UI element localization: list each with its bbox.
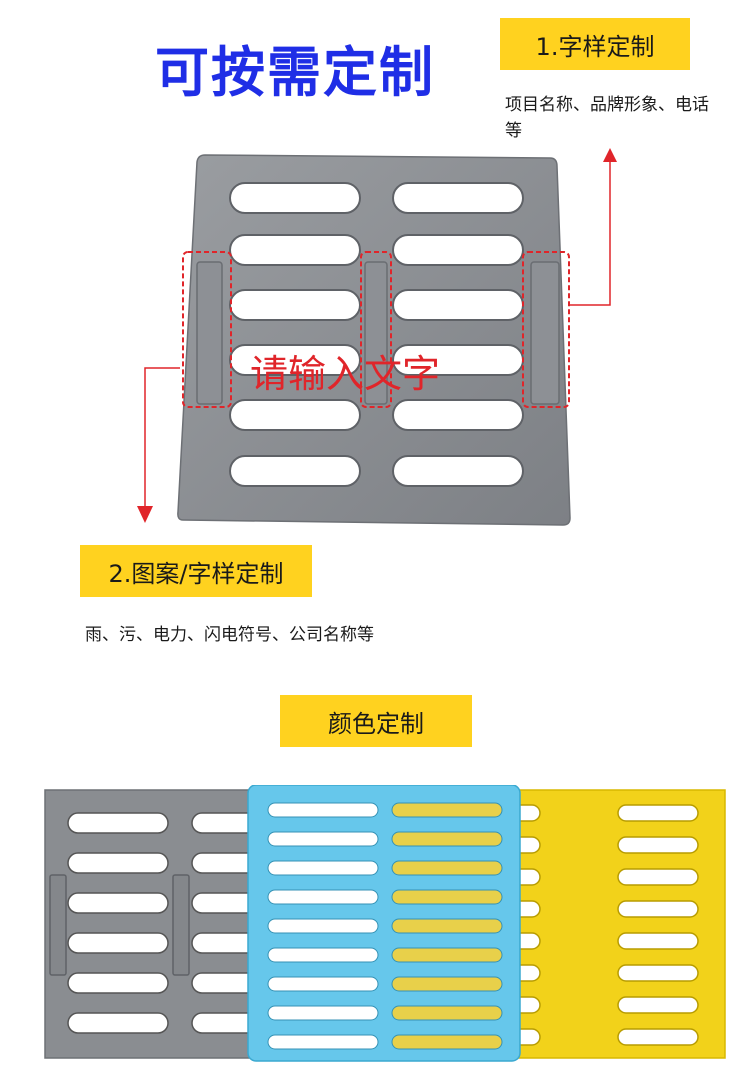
pattern-custom-description: 雨、污、电力、闪电符号、公司名称等	[85, 625, 374, 645]
arrow-down-icon	[137, 506, 153, 523]
page-title: 可按需定制	[155, 41, 435, 104]
color-custom-label: 颜色定制	[280, 695, 472, 747]
blue-grate	[247, 785, 521, 1062]
text-custom-description: 项目名称、品牌形象、电话等	[505, 95, 709, 141]
pattern-custom-label: 2.图案/字样定制	[80, 545, 312, 597]
arrow-up-icon	[603, 148, 617, 162]
text-custom-label: 1.字样定制	[500, 18, 690, 70]
gray-grate-image: 请输入文字	[177, 154, 571, 526]
color-grates-image	[44, 785, 726, 1062]
grate-overlay-text: 请输入文字	[250, 352, 440, 396]
